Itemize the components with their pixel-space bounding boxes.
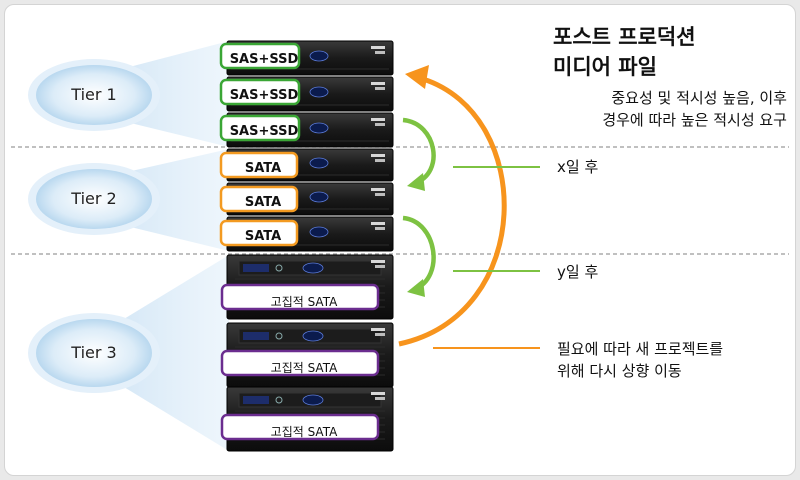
- model-badge-icon: [375, 51, 385, 54]
- model-badge-icon: [375, 159, 385, 162]
- isilon-logo-icon: [302, 330, 324, 342]
- rack-unit-display: [243, 396, 269, 404]
- drive-label-box: [220, 283, 380, 311]
- rack-unit-4: [219, 148, 394, 182]
- rack-unit-display: [243, 264, 269, 272]
- emc-logo-icon: [371, 392, 385, 395]
- tier-3-beam: [114, 255, 229, 451]
- tier-1-beam: [114, 41, 229, 147]
- tier-3-label: Tier 3: [71, 343, 117, 362]
- isilon-logo-icon: [309, 157, 329, 169]
- drive-label-box: [219, 151, 299, 179]
- diagram-frame: Tier 1 Tier 2 Tier 3 SAS+SSD SAS+SSD SAS+S…: [4, 4, 796, 476]
- emc-logo-icon: [371, 260, 385, 263]
- drive-type-label: 고집적 SATA: [270, 361, 338, 375]
- rack-unit-7: [220, 254, 394, 320]
- title-line-1: 포스트 프로덕션: [553, 25, 696, 49]
- isilon-logo-icon: [309, 122, 329, 134]
- emc-logo-icon: [371, 328, 385, 331]
- emc-logo-icon: [371, 222, 385, 225]
- rack-unit-2: [219, 76, 394, 112]
- rack-unit-button-icon: [275, 332, 283, 340]
- x-days-note: x일 후: [557, 158, 599, 176]
- storage-tier-diagram: [11, 40, 789, 452]
- tier-2-bubble: [36, 169, 152, 229]
- model-badge-icon: [375, 397, 385, 400]
- tier-1-bubble: [36, 65, 152, 125]
- rack-unit-button-icon: [275, 396, 283, 404]
- drive-type-label: 고집적 SATA: [270, 425, 338, 439]
- emc-logo-icon: [371, 188, 385, 191]
- isilon-logo-icon: [309, 50, 329, 62]
- drive-label-box: [219, 219, 299, 247]
- isilon-logo-icon: [309, 191, 329, 203]
- model-badge-icon: [375, 265, 385, 268]
- drive-label-box: [220, 413, 380, 441]
- storage-rack: [219, 40, 394, 452]
- model-badge-icon: [375, 87, 385, 90]
- drive-type-label: 고집적 SATA: [270, 295, 338, 309]
- drive-label-box: [219, 114, 301, 142]
- drive-label-box: [220, 349, 380, 377]
- model-badge-icon: [375, 123, 385, 126]
- drive-label-box: [219, 78, 301, 106]
- description-line-2: 경우에 따라 높은 적시성 요구: [602, 111, 787, 129]
- drive-type-label: SATA: [244, 229, 282, 244]
- drive-label-box: [219, 42, 301, 70]
- green-arrowhead-2: [407, 279, 425, 297]
- isilon-logo-icon: [302, 262, 324, 274]
- drive-type-label: SAS+SSD: [229, 52, 299, 67]
- move-up-note-line-1: 필요에 따라 새 프로젝트를: [557, 340, 724, 358]
- y-days-note: y일 후: [557, 263, 599, 281]
- emc-logo-icon: [371, 118, 385, 121]
- model-badge-icon: [375, 193, 385, 196]
- rack-unit-display: [243, 332, 269, 340]
- emc-logo-icon: [371, 154, 385, 157]
- rack-unit-1: [219, 40, 394, 76]
- tier-1-label: Tier 1: [71, 85, 117, 104]
- orange-arrow-tier3-to-tier1: [398, 76, 507, 347]
- orange-arrowhead: [405, 65, 429, 89]
- tier-2-label: Tier 2: [71, 189, 117, 208]
- tier-bubbles: [28, 59, 160, 393]
- rack-unit-5: [219, 182, 394, 216]
- rack-unit-8: [220, 322, 394, 388]
- drive-type-label: SATA: [244, 161, 282, 176]
- rack-unit-button-icon: [275, 264, 283, 272]
- tier-beams: [114, 41, 229, 451]
- flow-arrows: [398, 65, 540, 349]
- rack-unit-3: [219, 112, 394, 148]
- tier-3-bubble: [36, 319, 152, 387]
- rack-unit-6: [219, 216, 394, 252]
- isilon-logo-icon: [302, 394, 324, 406]
- tier-2-beam: [114, 149, 229, 251]
- isilon-logo-icon: [309, 86, 329, 98]
- green-arrow-tier1-to-tier2: [402, 117, 436, 186]
- drive-type-label: SAS+SSD: [229, 124, 299, 139]
- title-line-2: 미디어 파일: [553, 55, 657, 79]
- green-arrowhead-1: [407, 173, 425, 191]
- drive-type-label: SATA: [244, 195, 282, 210]
- emc-logo-icon: [371, 46, 385, 49]
- description-line-1: 중요성 및 적시성 높음, 이후: [611, 89, 787, 107]
- model-badge-icon: [375, 227, 385, 230]
- emc-logo-icon: [371, 82, 385, 85]
- drive-label-box: [219, 185, 299, 213]
- rack-unit-9: [220, 386, 394, 452]
- drive-type-label: SAS+SSD: [229, 88, 299, 103]
- move-up-note-line-2: 위해 다시 상향 이동: [557, 362, 682, 380]
- model-badge-icon: [375, 333, 385, 336]
- isilon-logo-icon: [309, 226, 329, 238]
